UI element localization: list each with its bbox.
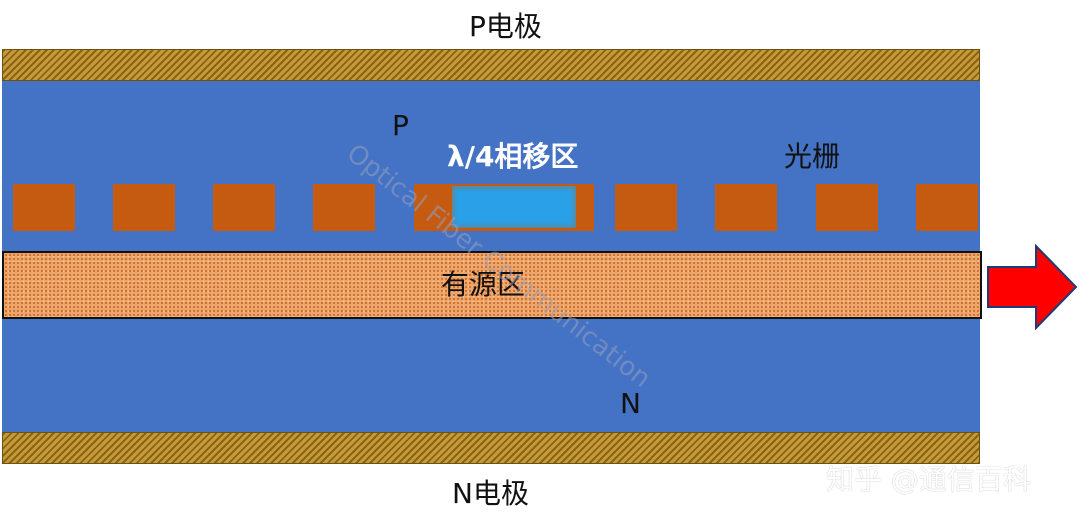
grating-tooth (916, 184, 978, 231)
p-electrode-label: P电极 (469, 10, 542, 43)
n-region-label: N (620, 387, 641, 420)
grating-tooth (715, 184, 777, 231)
phase-shift-label: λ/4相移区 (447, 140, 579, 173)
n-electrode-label: N电极 (452, 477, 529, 510)
active-region (2, 251, 982, 319)
grating-tooth (213, 184, 275, 231)
grating-tooth (113, 184, 175, 231)
grating-tooth (615, 184, 677, 231)
active-region-label: 有源区 (441, 268, 526, 301)
n-electrode (2, 432, 980, 464)
n-layer (2, 318, 980, 432)
grating-tooth (313, 184, 375, 231)
p-electrode (2, 49, 980, 81)
grating-tooth (816, 184, 878, 231)
watermark-brand: 知乎 @通信百科 (826, 463, 1031, 496)
phase-shift-section (452, 186, 576, 228)
grating-label: 光栅 (784, 140, 841, 173)
grating-tooth (13, 184, 75, 231)
p-region-label: P (392, 109, 409, 142)
right-arrow-icon (987, 244, 1078, 330)
